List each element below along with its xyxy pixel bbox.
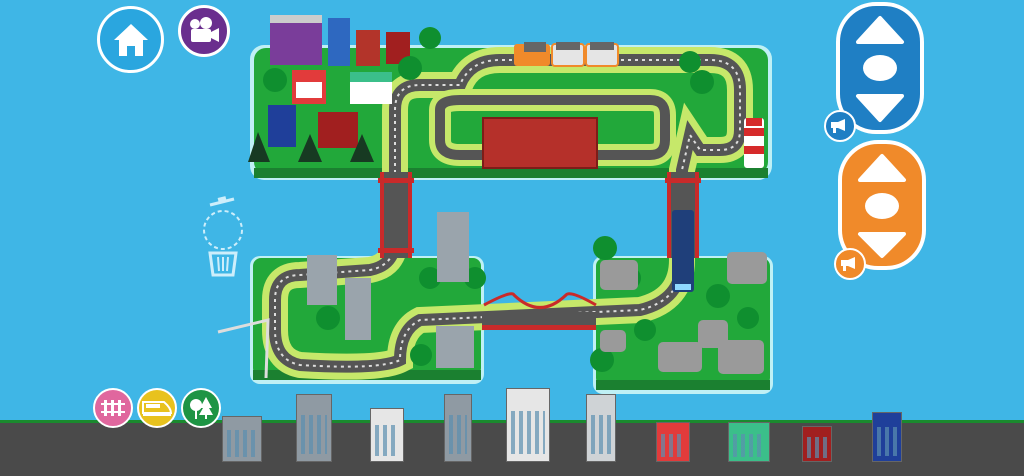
camera-button[interactable]	[178, 5, 230, 57]
horn-icon	[841, 257, 855, 271]
trash-drop-zone[interactable]	[198, 195, 248, 277]
window-detail	[733, 434, 765, 458]
blue-train-control	[836, 2, 924, 134]
train-icon	[142, 401, 172, 416]
trees-icon	[190, 397, 213, 419]
window-detail	[661, 434, 685, 458]
window-detail	[877, 427, 897, 457]
arrow-down-icon[interactable]	[856, 94, 904, 122]
orange-train	[514, 42, 619, 67]
category-trains-button[interactable]	[137, 388, 177, 428]
bridge-left	[378, 172, 414, 258]
blue-train	[672, 210, 694, 292]
track-icon	[101, 400, 125, 416]
track-loop	[262, 47, 753, 380]
home-button[interactable]	[97, 6, 164, 73]
window-detail	[227, 430, 257, 457]
window-detail	[807, 437, 827, 458]
trash-icon	[203, 196, 243, 277]
lighthouse	[744, 118, 764, 168]
brick-tunnel	[482, 117, 598, 169]
catalog-item-cafe-green[interactable]	[728, 422, 770, 462]
window-detail	[449, 414, 467, 455]
town-buildings	[268, 15, 410, 148]
catalog-item-house-blue[interactable]	[872, 412, 902, 462]
stop-icon[interactable]	[863, 55, 897, 81]
video-camera-icon	[190, 17, 219, 42]
category-scenery-button[interactable]	[181, 388, 221, 428]
catalog-item-house-red[interactable]	[802, 426, 832, 462]
blue-horn-button[interactable]	[824, 110, 856, 142]
catalog-item-tower-narrow[interactable]	[586, 394, 616, 462]
home-icon	[113, 23, 148, 56]
orange-horn-button[interactable]	[834, 248, 866, 280]
arrow-up-icon[interactable]	[856, 16, 904, 44]
catalog-item-apartment-white[interactable]	[370, 408, 404, 462]
horn-icon	[831, 119, 845, 133]
catalog-item-tower-white[interactable]	[506, 388, 550, 462]
category-tracks-button[interactable]	[93, 388, 133, 428]
arrow-down-icon[interactable]	[858, 232, 906, 258]
stop-icon[interactable]	[865, 193, 899, 219]
catalog-item-office-small[interactable]	[222, 416, 262, 462]
bridge-middle	[482, 292, 597, 330]
window-detail	[375, 424, 399, 456]
catalog-item-office-tall[interactable]	[296, 394, 332, 462]
window-detail	[511, 410, 545, 454]
arrow-up-icon[interactable]	[858, 154, 906, 182]
rocks	[600, 252, 767, 374]
city-towers	[217, 212, 474, 379]
window-detail	[301, 414, 327, 455]
catalog-item-shop-red[interactable]	[656, 422, 690, 462]
catalog-item-tower-gray[interactable]	[444, 394, 472, 462]
window-detail	[591, 414, 611, 455]
orange-train-control	[838, 140, 926, 270]
